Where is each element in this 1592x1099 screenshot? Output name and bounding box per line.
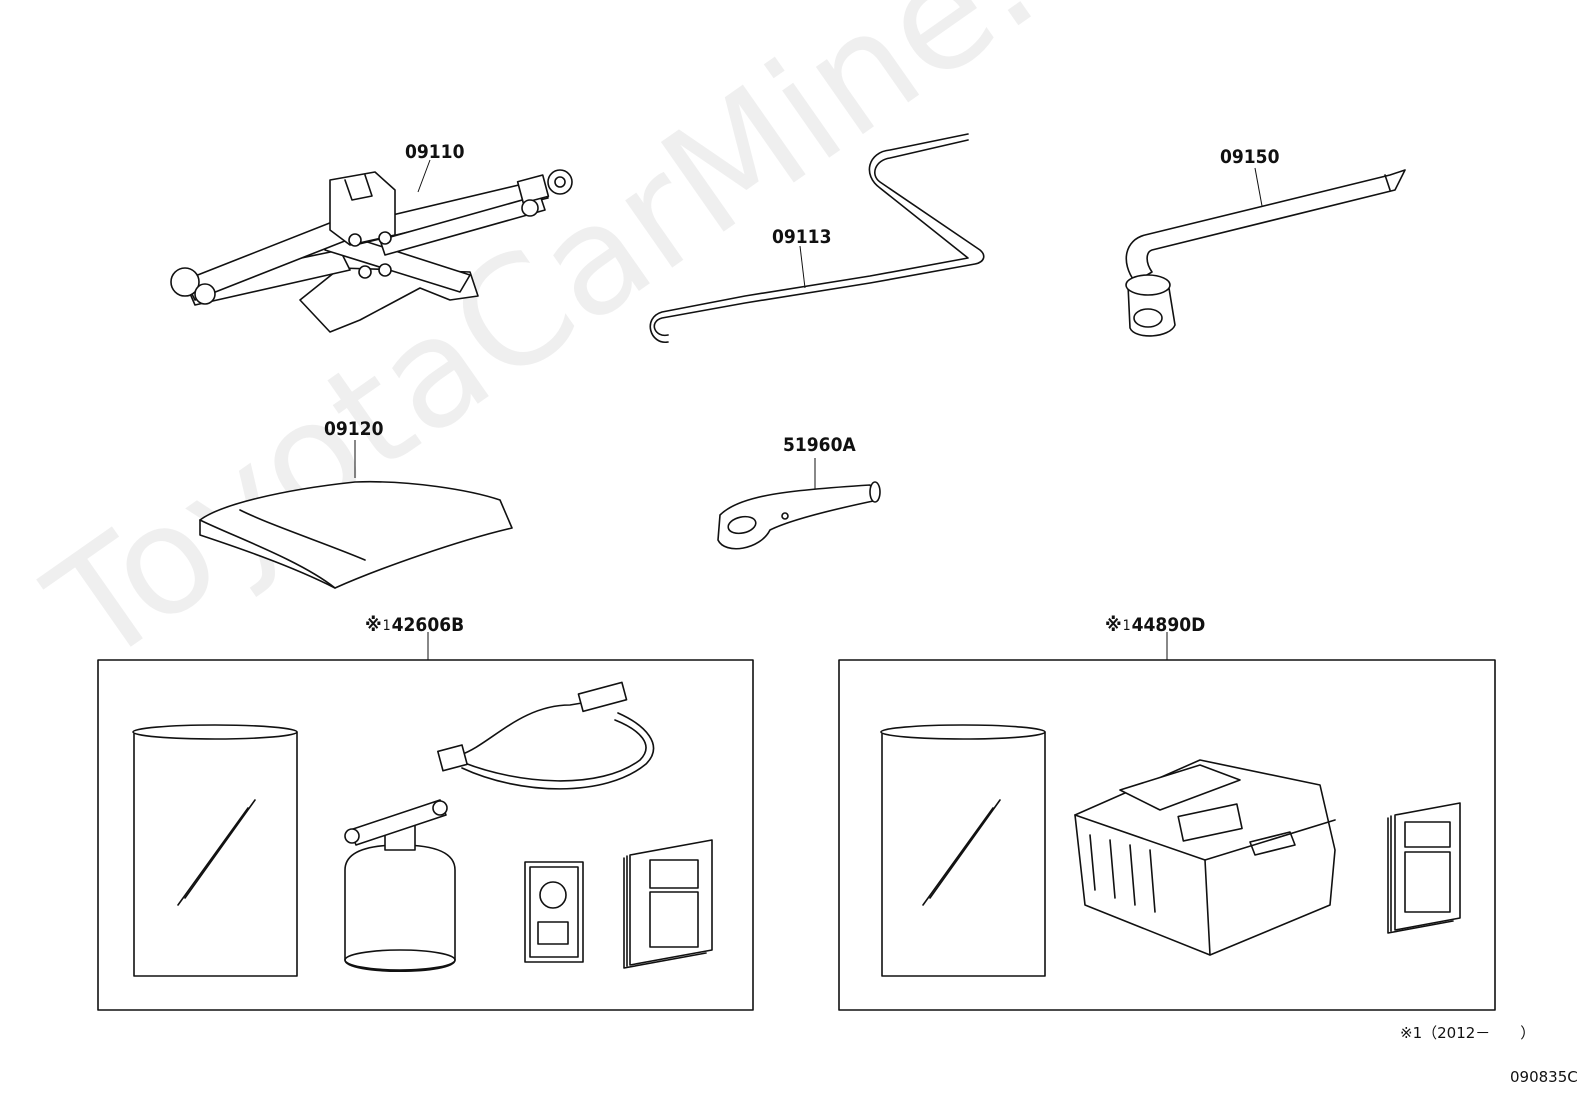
diagram-code: 090835C: [1510, 1068, 1578, 1086]
repair-kit-42606b-box: [97, 632, 754, 1011]
instruction-manual-icon[interactable]: [623, 839, 713, 969]
part-label-repair-kit-a[interactable]: ※142606B: [365, 614, 464, 636]
ref-mark: ※: [1105, 614, 1122, 636]
wheel-wrench-icon[interactable]: [1125, 167, 1406, 337]
jack-handle-icon[interactable]: [649, 133, 985, 343]
air-hose-icon[interactable]: [437, 681, 655, 790]
part-label-tool-bag[interactable]: 09120: [324, 418, 384, 440]
part-label-jack-handle[interactable]: 09113: [772, 226, 832, 248]
ref-number: 1: [1122, 618, 1131, 634]
part-label-jack[interactable]: 09110: [405, 141, 465, 163]
tool-bag-icon[interactable]: [199, 440, 513, 589]
instruction-manual-icon[interactable]: [1387, 802, 1461, 934]
plastic-bag-icon[interactable]: [132, 724, 298, 977]
part-label-repair-kit-b[interactable]: ※144890D: [1105, 614, 1205, 636]
label-sticker-icon[interactable]: [524, 861, 584, 963]
part-label-towing-eye[interactable]: 51960A: [783, 434, 856, 456]
part-number: 42606B: [391, 614, 465, 636]
ref-number: 1: [382, 618, 391, 634]
repair-kit-44890d-box: [838, 632, 1496, 1011]
plastic-bag-icon[interactable]: [880, 724, 1046, 977]
footnote: ※1（2012－ ）: [1400, 1024, 1536, 1042]
part-number: 44890D: [1131, 614, 1206, 636]
sealant-bottle-icon[interactable]: [344, 799, 456, 973]
air-compressor-icon[interactable]: [1074, 759, 1336, 956]
towing-eye-icon[interactable]: [717, 458, 881, 550]
ref-mark: ※: [365, 614, 382, 636]
scissor-jack-icon[interactable]: [170, 159, 573, 333]
part-label-wheel-wrench[interactable]: 09150: [1220, 146, 1280, 168]
